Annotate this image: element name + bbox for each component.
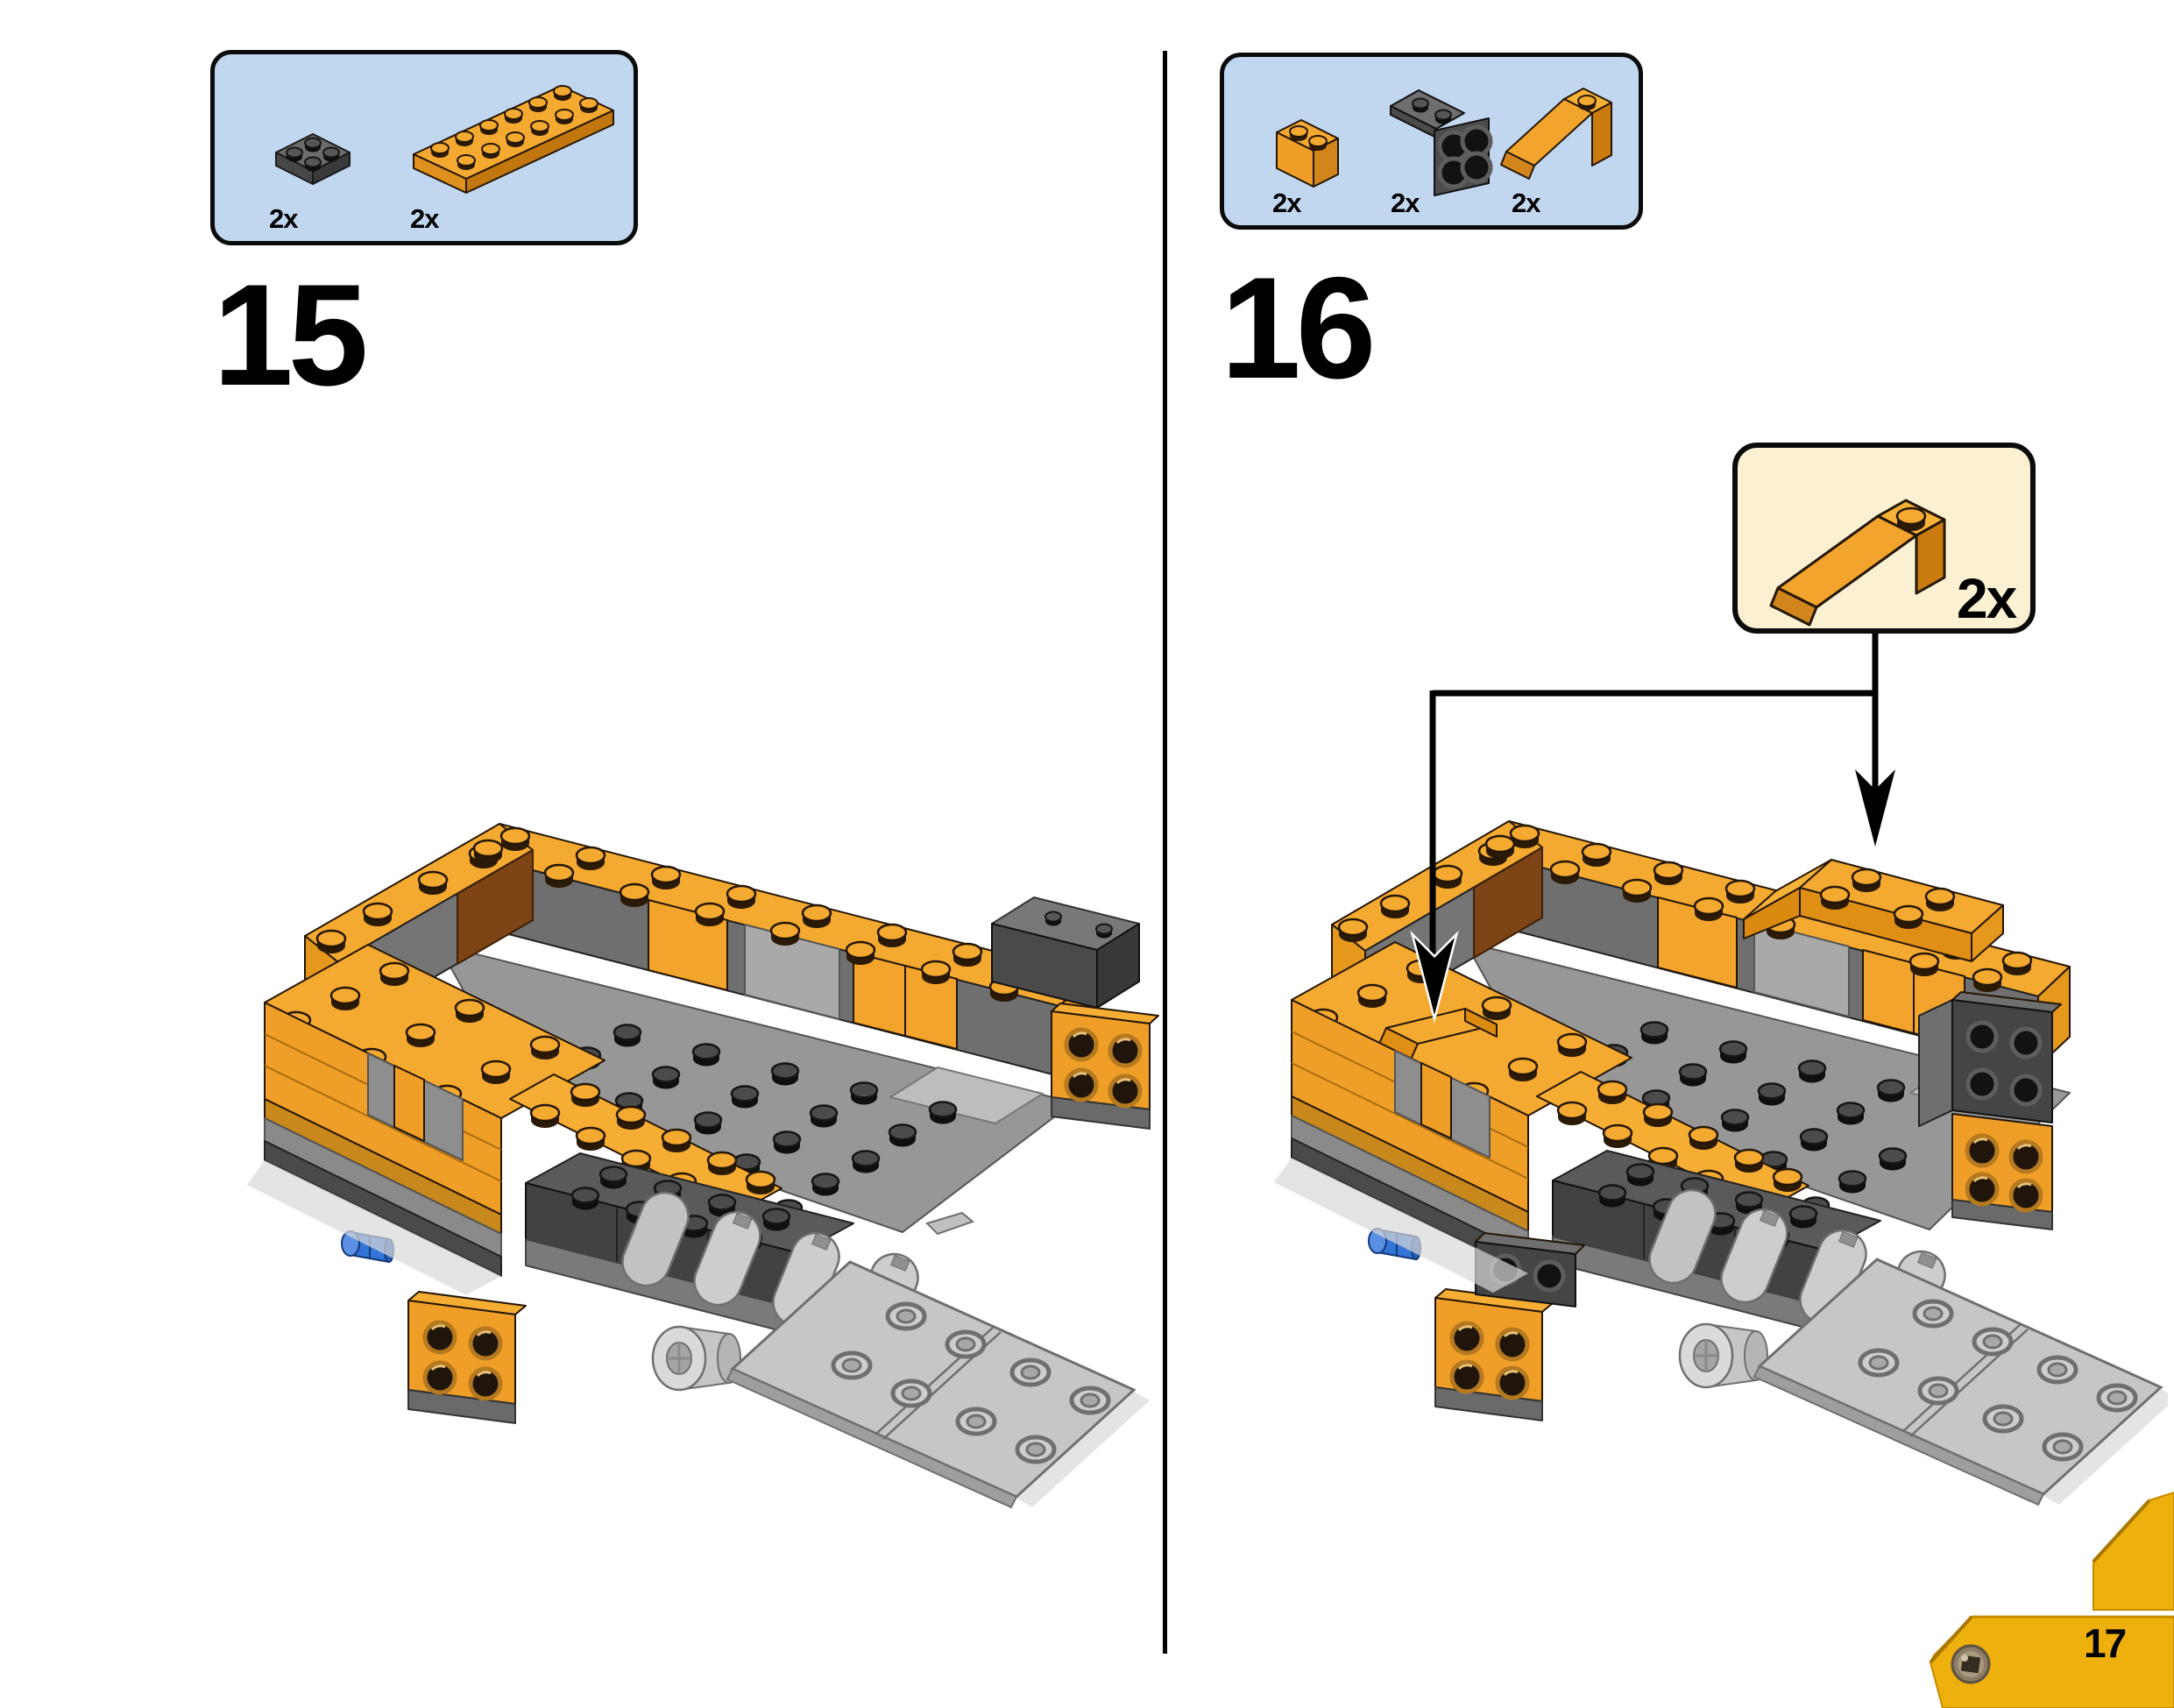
model-illustration-step-16: [1274, 820, 2168, 1506]
part-qty: 2x: [410, 203, 439, 234]
part-qty: 2x: [1272, 188, 1301, 218]
step-number-15: 15: [213, 254, 369, 415]
part-qty: 2x: [269, 203, 298, 234]
orange-slope-icon: [1500, 88, 1612, 180]
model-illustration-step-15: [247, 823, 1159, 1509]
step-15-parts-icons: [275, 85, 614, 194]
step-number-16: 16: [1221, 247, 1377, 408]
rivet-icon: [1951, 1644, 1991, 1684]
part-qty: 2x: [1391, 188, 1420, 218]
axle-pulley-icon: [1678, 1322, 1768, 1389]
page-number: 17: [2084, 1620, 2127, 1666]
added-left-slope: [1378, 1008, 1498, 1060]
step-16-parts-box: 2x 2x 2x: [1220, 53, 1643, 230]
slope-callout-box: 2x: [1732, 443, 2036, 634]
axle-pulley-icon: [651, 1325, 741, 1392]
step-16-parts-icons: [1276, 88, 1612, 196]
page-corner-decoration: [1929, 1491, 2174, 1708]
part-qty: 2x: [1512, 188, 1540, 218]
callout-qty: 2x: [1957, 567, 2017, 630]
callout-slope-icon: [1769, 499, 1946, 627]
ramp-plates: [1753, 1258, 2163, 1506]
page-divider: [1163, 51, 1167, 1654]
step-15-parts-box: 2x 2x: [210, 50, 638, 245]
front-corner-block: [407, 1291, 527, 1424]
ramp-plates: [726, 1260, 1137, 1509]
